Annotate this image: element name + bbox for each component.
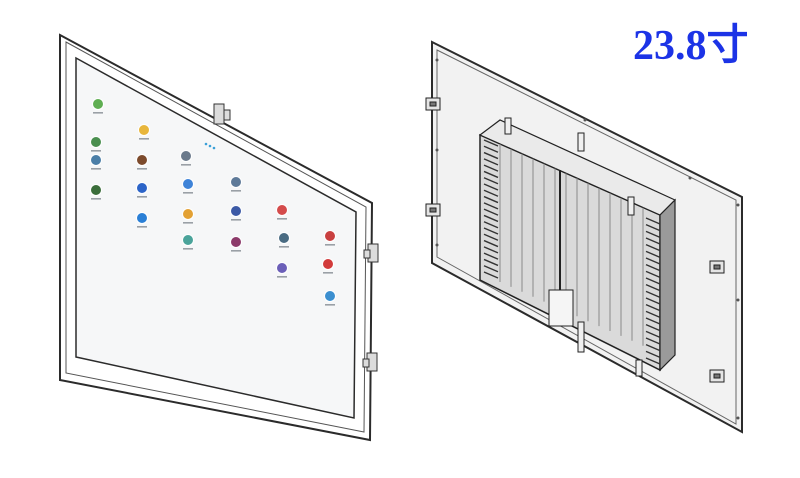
camera-icon[interactable] (322, 258, 334, 274)
page-indicator (204, 142, 216, 150)
music-icon[interactable] (276, 262, 288, 278)
mount-bracket-right-lower (362, 352, 378, 372)
mount-bracket-top (213, 103, 231, 125)
back-panel-inner (436, 49, 737, 425)
screen-size-label: 23.8寸 (633, 23, 749, 69)
front-screen (75, 56, 357, 419)
gallery-icon[interactable] (90, 136, 102, 152)
calendar-icon[interactable] (324, 230, 336, 246)
android-icon[interactable] (92, 98, 104, 114)
email-icon[interactable] (324, 290, 336, 306)
front-monitor (59, 33, 379, 442)
back-mount-clips (425, 97, 725, 383)
standoff-posts (504, 117, 643, 377)
contacts-icon[interactable] (230, 176, 242, 192)
chrome-icon[interactable] (136, 154, 148, 170)
heatsink-side (659, 198, 676, 372)
browser-icon[interactable] (182, 178, 194, 194)
app-icon-grid (90, 98, 336, 306)
sound-recorder-icon[interactable] (276, 204, 288, 220)
front-bezel-mid (65, 41, 367, 433)
io-connector (548, 289, 574, 327)
photos-icon[interactable] (230, 236, 242, 252)
back-monitor (425, 40, 743, 434)
heatsink-fins (483, 139, 661, 365)
maps-icon[interactable] (90, 184, 102, 200)
folder-icon[interactable] (138, 124, 150, 140)
globe-icon[interactable] (230, 205, 242, 221)
search-icon[interactable] (180, 150, 192, 166)
messages-icon[interactable] (182, 234, 194, 250)
settings-icon[interactable] (278, 232, 290, 248)
mount-bracket-right-upper (363, 243, 379, 263)
clock-icon[interactable] (136, 182, 148, 198)
downloads-icon[interactable] (136, 212, 148, 228)
panel-screws (435, 58, 740, 420)
gmail-icon[interactable] (90, 154, 102, 170)
file-manager-icon[interactable] (182, 208, 194, 224)
